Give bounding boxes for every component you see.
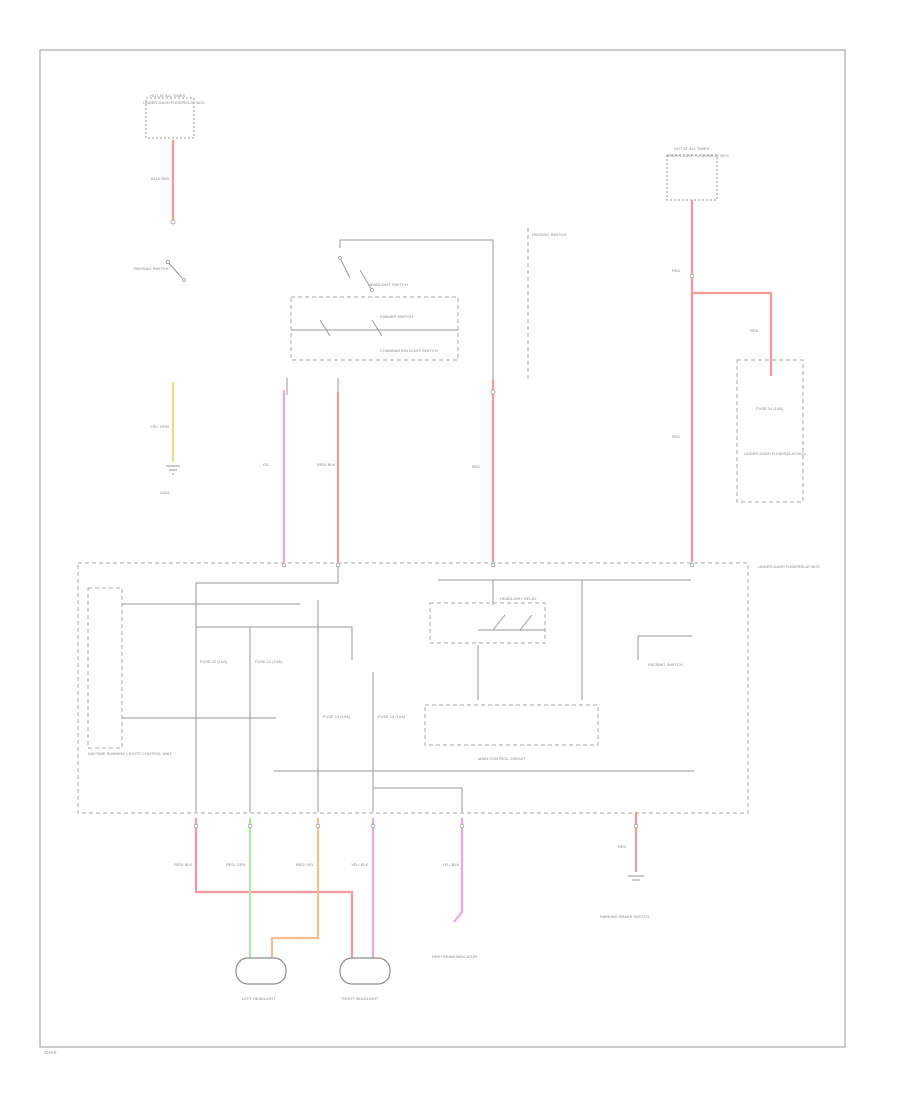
connector-d bbox=[370, 823, 376, 829]
control-unit-corner-label: UNDER-DASH FUSE/RELAY BOX bbox=[758, 564, 820, 569]
out-pink2-wire bbox=[453, 818, 464, 923]
right-small-switch bbox=[637, 635, 692, 660]
left-headlight-label: LEFT HEADLIGHT bbox=[242, 996, 276, 1001]
top-left-source-label: HOT AT ALL TIMES bbox=[150, 93, 185, 98]
out-pink-label: YEL/ BLK bbox=[351, 862, 369, 867]
out-red-label: RED/ BLK bbox=[174, 862, 193, 867]
headlight-switch-block: HEADLIGHT SWITCH DIMMER SWITCH COMBINATI… bbox=[286, 239, 494, 395]
top-right-wire-label: RED bbox=[672, 268, 681, 273]
fuse-right-desc: UNDER-DASH FUSE/RELAY BOX bbox=[744, 451, 806, 456]
drl-control-unit-box bbox=[87, 587, 123, 749]
headlight-relay-label: HEADLIGHT RELAY bbox=[500, 596, 537, 601]
top-left-switch-contact-b bbox=[181, 277, 186, 282]
connector-top-4 bbox=[689, 562, 695, 568]
top-left-wire-label: BLU/ RED bbox=[151, 176, 170, 181]
top-right-branch-label: RED bbox=[750, 328, 759, 333]
top-right-source-label-2: UNDER-DASH FUSE/RELAY BOX bbox=[667, 153, 729, 158]
connector-top-3 bbox=[490, 562, 496, 568]
top-left-switch-contact-a bbox=[165, 259, 170, 264]
internal-rail-top bbox=[195, 565, 339, 812]
out-orange-wire bbox=[270, 818, 320, 960]
switch-top-rail bbox=[339, 239, 494, 380]
pink-switch-wire-label: YEL bbox=[262, 462, 270, 467]
switch-node-1 bbox=[338, 256, 342, 260]
center-main-wire-label: RED bbox=[472, 464, 481, 469]
top-right-source-box bbox=[666, 154, 718, 201]
top-right-connector bbox=[689, 273, 695, 279]
top-left-switch bbox=[167, 261, 183, 279]
parking-brake-label: PARKING BRAKE SWITCH bbox=[600, 914, 649, 919]
parking-brake-ground bbox=[628, 875, 644, 881]
main-control-label: MAIN CONTROL CIRCUIT bbox=[478, 756, 526, 761]
internal-link-indicator bbox=[373, 787, 463, 812]
fuse-left-label-a: FUSE 12 (10A) bbox=[200, 659, 228, 664]
control-unit-internal-wiring: FUSE 12 (10A) FUSE 12 (10A) FUSE 14 (10A… bbox=[122, 565, 694, 812]
top-left-ground-symbol bbox=[166, 465, 180, 475]
headlight-relay: HEADLIGHT RELAY MAIN CONTROL CIRCUIT PAS… bbox=[424, 580, 692, 761]
fuse-left-label-c: FUSE 14 (10A) bbox=[323, 714, 351, 719]
main-control-box bbox=[424, 704, 599, 746]
out-red-right-label: RED bbox=[618, 844, 627, 849]
connector-f bbox=[633, 823, 639, 829]
headlight-switch-label: HEADLIGHT SWITCH bbox=[368, 282, 408, 287]
switch-dashed-box bbox=[290, 296, 459, 361]
fuse-left-label-b: FUSE 12 (10A) bbox=[255, 659, 283, 664]
headlight-relay-box bbox=[429, 602, 546, 644]
left-headlight-bulb bbox=[235, 957, 287, 985]
connector-a bbox=[193, 823, 199, 829]
connector-b bbox=[247, 823, 253, 829]
diagram-frame bbox=[39, 49, 846, 1048]
fuse-box-right bbox=[736, 359, 804, 503]
high-beam-indicator-label: HIGH BEAM INDICATOR bbox=[432, 954, 477, 959]
control-unit-box bbox=[77, 562, 749, 814]
top-right-power-source: HOT AT ALL TIMES UNDER-DASH FUSE/RELAY B… bbox=[666, 146, 806, 562]
top-left-source-label-2: UNDER-DASH FUSE/RELAY BOX bbox=[143, 100, 205, 105]
connector-top-1 bbox=[281, 562, 287, 568]
top-right-source-label: HOT AT ALL TIMES bbox=[674, 146, 709, 151]
drl-control-unit-label: DAYTIME RUNNING LIGHTS CONTROL UNIT bbox=[88, 751, 172, 756]
right-small-switch-label: PASSING SWITCH bbox=[648, 662, 682, 667]
fuse-right-label: FUSE 14 (10A) bbox=[756, 406, 784, 411]
center-main-connector bbox=[490, 389, 496, 395]
top-left-yellow-label: YEL/ GRN bbox=[150, 424, 169, 429]
right-headlight-bulb bbox=[339, 957, 391, 985]
top-left-source-box bbox=[145, 97, 195, 139]
switch-contact-1 bbox=[319, 257, 383, 337]
top-left-ground-label: G401 bbox=[160, 490, 171, 495]
passing-ref-label: PASSING SWITCH bbox=[532, 232, 566, 237]
red-switch-wire-label: RED/ BLK bbox=[317, 462, 336, 467]
right-headlight: RIGHT HEADLIGHT bbox=[339, 957, 391, 1001]
fuse-left-label-d: FUSE 14 (10A) bbox=[378, 714, 406, 719]
connector-e bbox=[459, 823, 465, 829]
top-left-connector bbox=[170, 219, 176, 225]
headlight-relay-contacts bbox=[478, 580, 545, 631]
top-right-low-label: RED bbox=[672, 434, 681, 439]
left-headlight: LEFT HEADLIGHT bbox=[235, 957, 287, 1001]
switch-node-2 bbox=[370, 288, 374, 292]
top-right-branch-wire bbox=[692, 291, 773, 376]
top-left-switch-label: PASSING SWITCH bbox=[134, 266, 168, 271]
top-left-power-source: HOT AT ALL TIMES UNDER-DASH FUSE/RELAY B… bbox=[134, 93, 205, 495]
out-red-wire bbox=[194, 818, 354, 958]
connector-stubs bbox=[193, 562, 695, 829]
out-green-label: RED/ GRN bbox=[226, 862, 246, 867]
combination-switch-label: COMBINATION LIGHT SWITCH bbox=[380, 348, 438, 353]
right-headlight-label: RIGHT HEADLIGHT bbox=[342, 996, 379, 1001]
out-orange-label: RED/ YEL bbox=[296, 862, 315, 867]
diagram-code: CHAS bbox=[44, 1050, 57, 1055]
connector-c bbox=[315, 823, 321, 829]
out-pink2-label: YEL/ BLK bbox=[442, 862, 460, 867]
dimmer-switch-label: DIMMER SWITCH bbox=[380, 314, 413, 319]
connector-top-2 bbox=[335, 562, 341, 568]
